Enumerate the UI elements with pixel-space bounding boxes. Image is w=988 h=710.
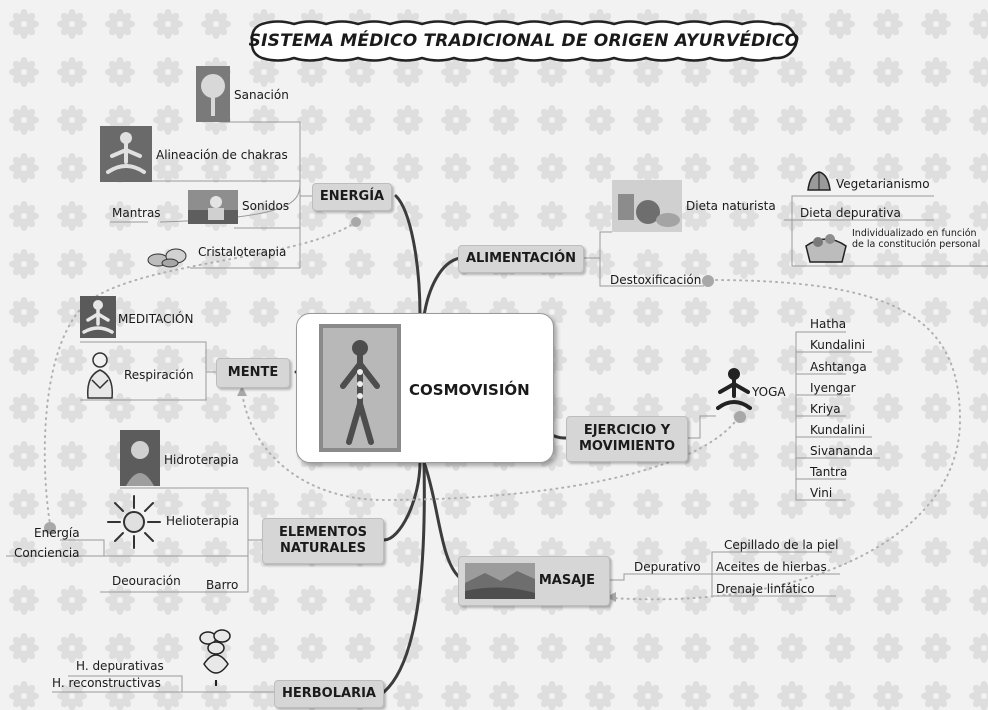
sanacion-label[interactable]: Sanación <box>234 88 289 102</box>
yoga-type-tantra[interactable]: Tantra <box>810 465 848 479</box>
topic-herbolaria[interactable]: HERBOLARIA <box>274 680 384 708</box>
yoga-type-vini[interactable]: Vini <box>810 486 833 500</box>
sonidos-label[interactable]: Sonidos <box>242 199 290 213</box>
helioterapia-label[interactable]: Helioterapia <box>166 514 240 528</box>
diagram-title: SISTEMA MÉDICO TRADICIONAL DE ORIGEN AYU… <box>248 18 800 64</box>
central-label: COSMOVISIÓN <box>409 381 530 399</box>
topic-herbolaria-label: HERBOLARIA <box>282 686 376 701</box>
topic-mente[interactable]: MENTE <box>216 358 290 388</box>
yoga-type-kundalini-2[interactable]: Kundalini <box>810 423 866 437</box>
yoga-type-iyengar[interactable]: Iyengar <box>810 381 856 395</box>
h-reconstructivas-label[interactable]: H. reconstructivas <box>52 676 161 690</box>
meditation-figure-image <box>80 296 116 338</box>
cloud-frame <box>250 20 798 62</box>
yoga-type-ashtanga[interactable]: Ashtanga <box>810 360 867 374</box>
dieta-depurativa-label[interactable]: Dieta depurativa <box>800 206 901 220</box>
h-depurativas-label[interactable]: H. depurativas <box>76 659 164 673</box>
hidroterapia-label[interactable]: Hidroterapia <box>164 453 239 467</box>
central-topic[interactable]: COSMOVISIÓN <box>296 313 554 463</box>
food-basket-icon <box>805 234 847 263</box>
dieta-naturista-label[interactable]: Dieta naturista <box>686 199 776 213</box>
yoga-pose-icon <box>716 368 752 410</box>
topic-masaje[interactable]: MASAJE <box>458 556 610 606</box>
sun-figure-icon <box>107 495 161 549</box>
food-image <box>612 180 682 232</box>
yoga-type-kundalini[interactable]: Kundalini <box>810 338 866 352</box>
respiracion-label[interactable]: Respiración <box>124 368 194 382</box>
barro-label[interactable]: Barro <box>206 578 239 592</box>
drenaje-label[interactable]: Drenaje linfático <box>716 582 815 596</box>
aceites-label[interactable]: Aceites de hierbas <box>716 560 827 574</box>
conciencia-label[interactable]: Conciencia <box>14 546 80 560</box>
individualizado-label[interactable]: Individualizado en función de la constit… <box>852 228 981 250</box>
human-aura-image <box>319 324 401 452</box>
vegetables-icon <box>807 171 831 191</box>
crystals-icon <box>147 248 187 268</box>
meditacion-label[interactable]: MEDITACIÓN <box>118 312 194 326</box>
topic-elementos[interactable]: ELEMENTOS NATURALES <box>262 518 384 564</box>
topic-mente-label: MENTE <box>227 365 279 380</box>
topic-masaje-label: MASAJE <box>538 573 595 588</box>
meditating-figure-image <box>100 126 152 182</box>
topic-ejercicio-label: EJERCICIO Y MOVIMIENTO <box>579 423 675 454</box>
yoga-type-hatha[interactable]: Hatha <box>810 317 847 331</box>
cepillado-label[interactable]: Cepillado de la piel <box>724 538 839 552</box>
singer-image <box>188 190 238 224</box>
tree-of-life-image <box>196 66 230 122</box>
deouracion-label[interactable]: Deouración <box>112 574 181 588</box>
cristaloterapia-label[interactable]: Cristaloterapia <box>198 245 287 259</box>
topic-ejercicio[interactable]: EJERCICIO Y MOVIMIENTO <box>566 416 688 462</box>
mantras-label[interactable]: Mantras <box>112 206 161 220</box>
topic-alimentacion-label: ALIMENTACIÓN <box>465 251 577 266</box>
topic-alimentacion[interactable]: ALIMENTACIÓN <box>458 245 584 273</box>
depurativo-label[interactable]: Depurativo <box>634 560 701 574</box>
alineacion-chakras-label[interactable]: Alineación de chakras <box>156 148 288 162</box>
title-text: SISTEMA MÉDICO TRADICIONAL DE ORIGEN AYU… <box>248 31 800 51</box>
yoga-type-kriya[interactable]: Kriya <box>810 402 841 416</box>
breathing-figure-icon <box>87 352 113 399</box>
topic-energia[interactable]: ENERGÍA <box>312 183 392 211</box>
water-therapy-image <box>120 430 160 486</box>
landscape-image <box>465 563 535 599</box>
yoga-label[interactable]: YOGA <box>752 385 786 399</box>
yoga-type-sivananda[interactable]: Sivananda <box>810 444 873 458</box>
energia-small-label[interactable]: Energía <box>34 526 80 540</box>
destoxificacion-label[interactable]: Destoxificación <box>610 273 702 287</box>
topic-energia-label: ENERGÍA <box>319 189 385 204</box>
vegetarianismo-label[interactable]: Vegetarianismo <box>836 177 930 191</box>
flower-plant-icon <box>199 629 231 686</box>
topic-elementos-label: ELEMENTOS NATURALES <box>278 525 368 556</box>
